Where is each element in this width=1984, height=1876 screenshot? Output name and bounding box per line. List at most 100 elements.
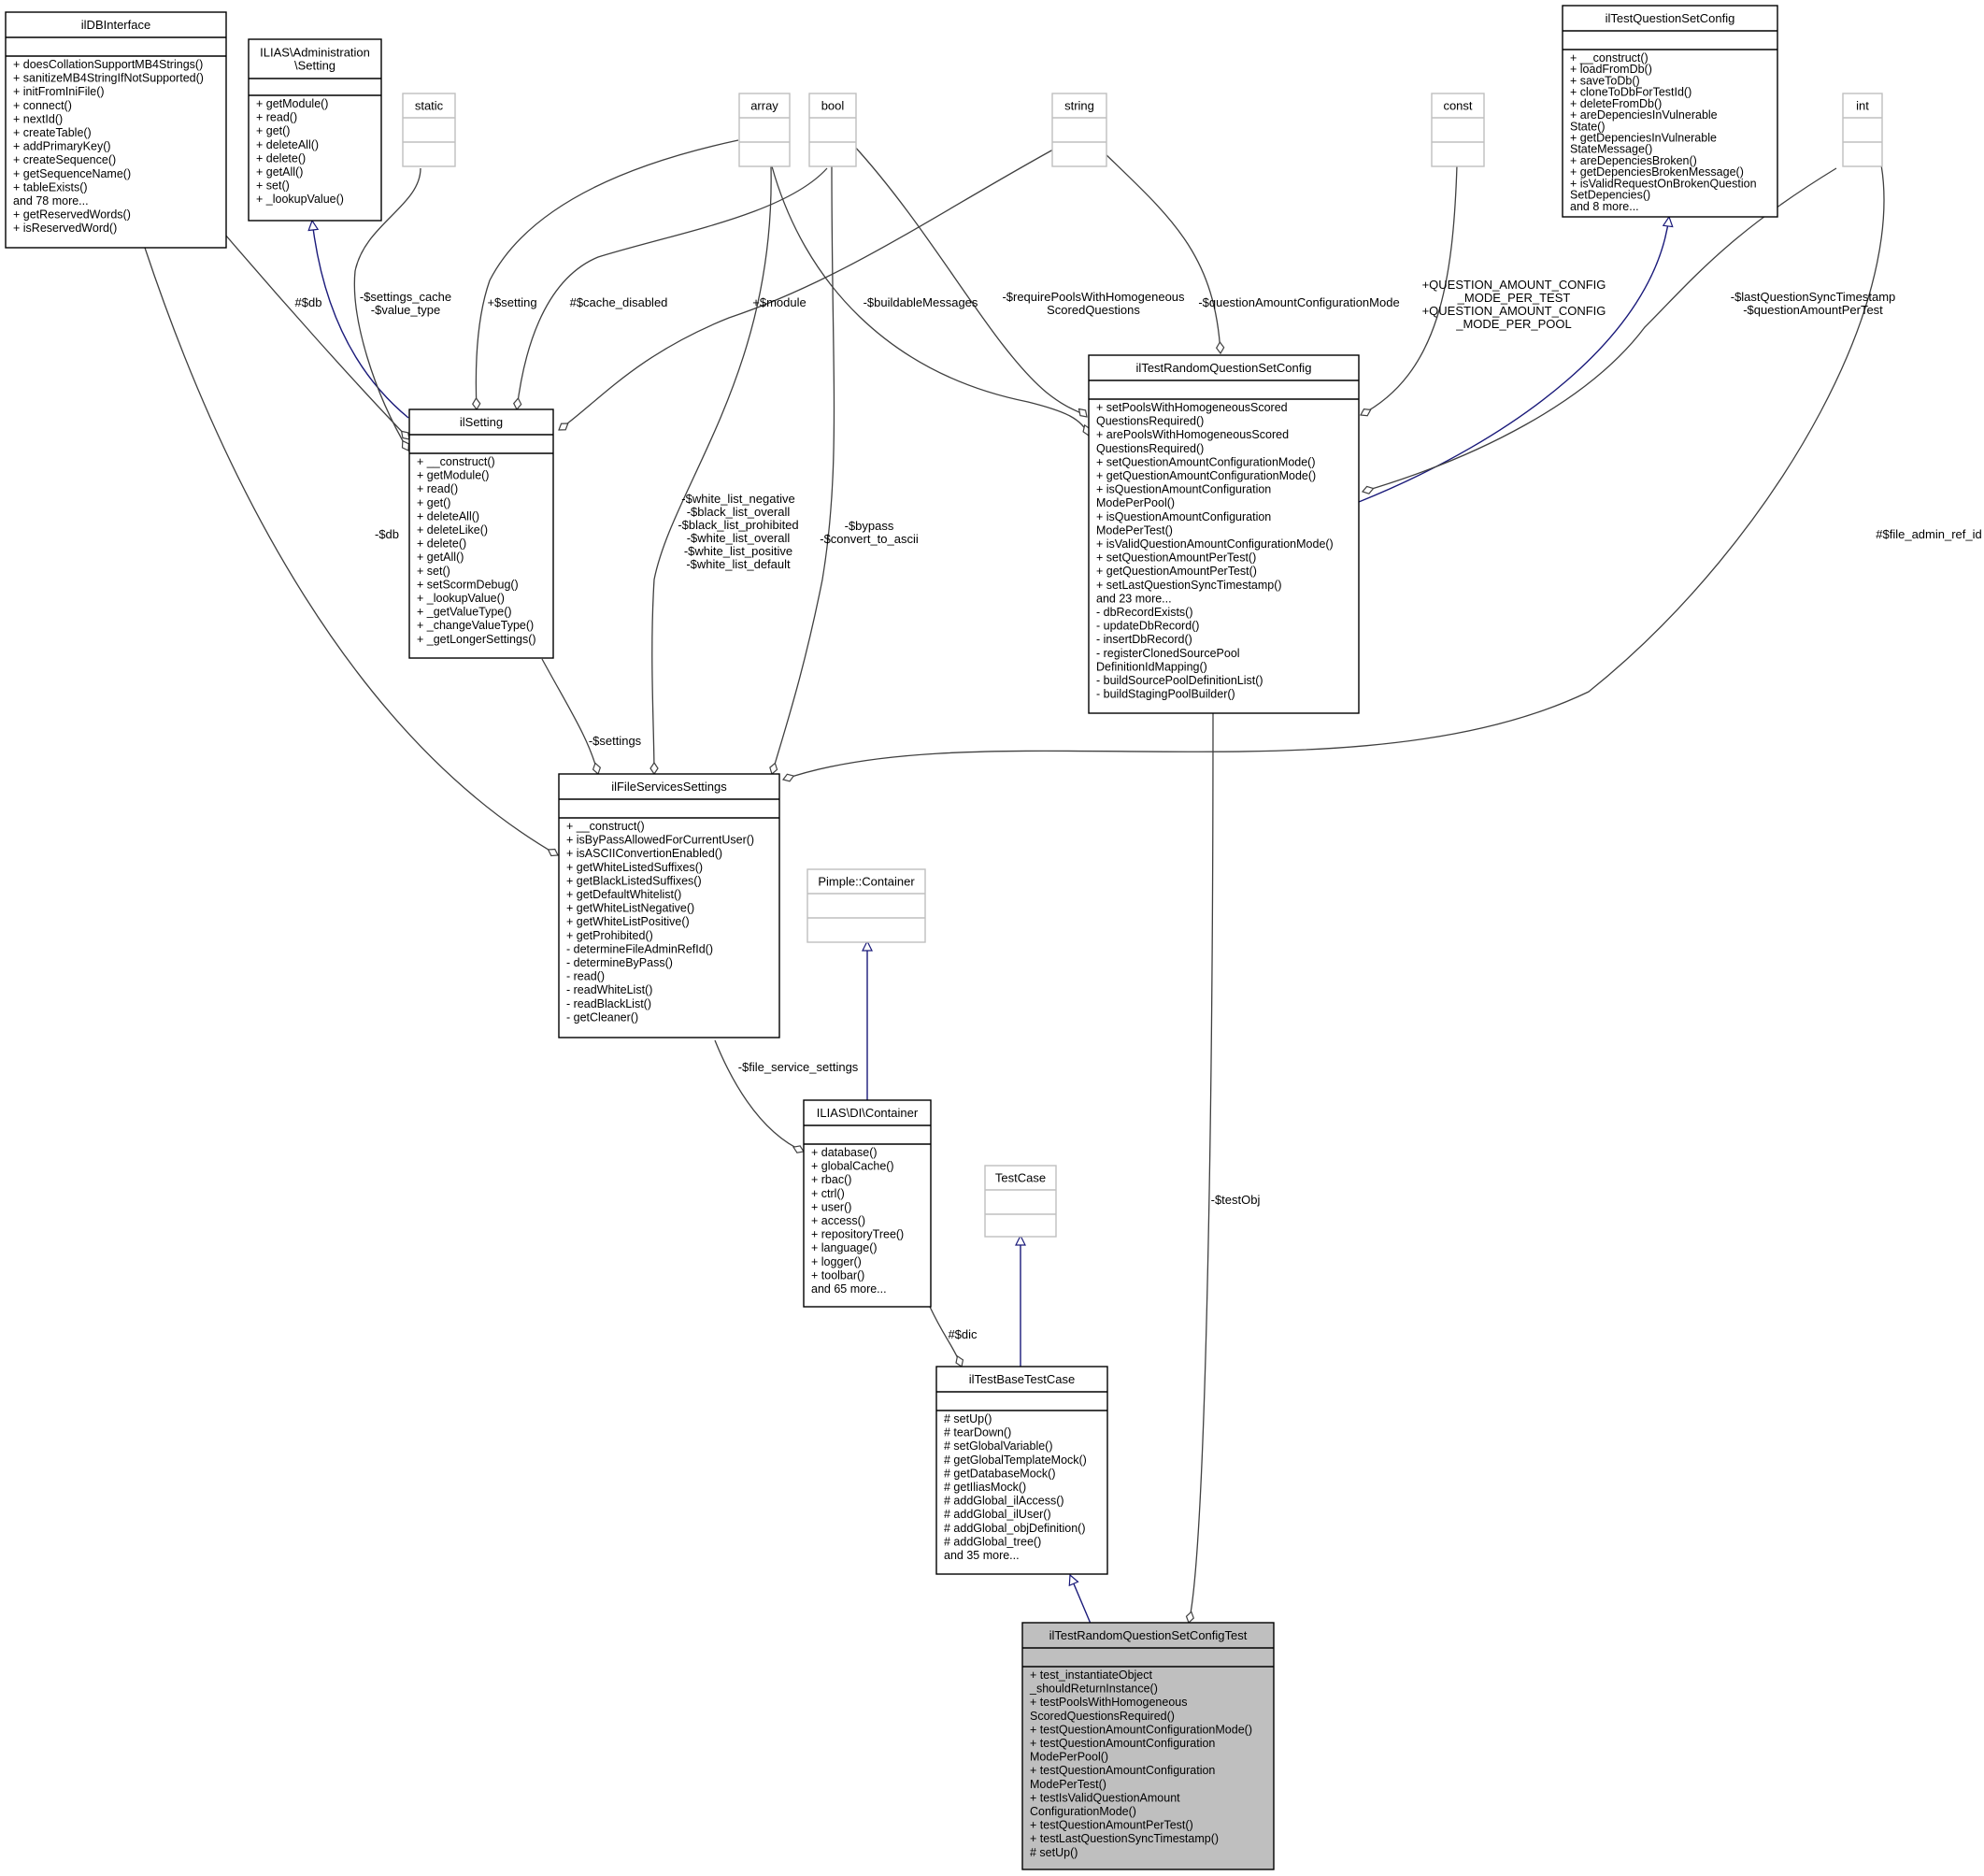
class-box-frame: [1051, 93, 1107, 167]
edge-label-settings-cache: -$settings_cache-$value_type: [360, 290, 451, 317]
class-members: # setUp()# tearDown()# setGlobalVariable…: [944, 1412, 1087, 1562]
edge-db-to-file-services: [144, 247, 558, 855]
edge-bool-to-random-config: [852, 144, 1087, 417]
edge-label-lists: -$white_list_negative-$black_list_overal…: [678, 492, 798, 571]
class-pimple-container[interactable]: Pimple::Container: [806, 868, 926, 943]
class-ilias-di-container[interactable]: ILIAS\DI\Container + database()+ globalCa…: [803, 1099, 932, 1308]
class-array[interactable]: array: [738, 93, 791, 167]
class-members: + __construct()+ getModule()+ read()+ ge…: [417, 455, 536, 646]
class-box-frame: [248, 38, 382, 222]
edge-label-cache-disabled: #$cache_disabled: [570, 295, 668, 309]
class-name: ilTestBaseTestCase: [969, 1372, 1075, 1386]
class-box-frame: [1088, 354, 1360, 714]
class-box-frame: [1021, 1622, 1275, 1870]
edge-ilsetting-to-file-services: [541, 658, 598, 774]
edge-label-buildable: -$buildableMessages: [864, 295, 978, 309]
class-iltestrandomquestionsetconfig[interactable]: ilTestRandomQuestionSetConfig + setPoolsW…: [1088, 354, 1360, 714]
edge-int-to-file-services: [783, 135, 1885, 780]
class-box-frame: [738, 93, 791, 167]
class-iltestquestionsetconfig[interactable]: ilTestQuestionSetConfig + __construct()+ …: [1562, 5, 1778, 218]
edge-random-config-inherits-question-set-config: [1358, 217, 1669, 503]
class-box-frame: [1431, 93, 1485, 167]
class-name: ilDBInterface: [81, 18, 150, 32]
edge-label-db-setting: #$db: [295, 295, 322, 309]
class-ilfileservicessettings[interactable]: ilFileServicesSettings + __construct()+ i…: [558, 773, 780, 1038]
edge-label-dic: #$dic: [948, 1327, 978, 1341]
class-name: string: [1064, 99, 1094, 113]
class-iltestrandomquestionsetconfigtest[interactable]: ilTestRandomQuestionSetConfigTest + test_…: [1021, 1622, 1275, 1870]
class-members: + __construct()+ isByPassAllowedForCurre…: [566, 820, 754, 1024]
class-bool[interactable]: bool: [808, 93, 857, 167]
class-name: static: [415, 99, 444, 113]
edge-db-to-ilsetting: [219, 227, 409, 439]
edge-label-bypass: -$bypass-$convert_to_ascii: [820, 519, 919, 546]
edge-label-module: +$module: [752, 295, 806, 309]
class-members: + getModule()+ read()+ get()+ deleteAll(…: [256, 97, 344, 206]
class-name: const: [1443, 99, 1472, 113]
edge-label-file-service-settings: -$file_service_settings: [738, 1060, 859, 1074]
edge-ilsetting-inherits-ilias-setting: [312, 221, 409, 419]
class-ilias-administration-setting[interactable]: ILIAS\Administration\Setting + getModule(…: [248, 38, 382, 222]
class-const[interactable]: const: [1431, 93, 1485, 167]
class-name: ilFileServicesSettings: [611, 780, 727, 794]
class-box-frame: [402, 93, 456, 167]
class-name: bool: [821, 99, 845, 113]
class-box-frame: [1562, 5, 1778, 218]
edges: [144, 135, 1885, 1625]
class-name: ILIAS\DI\Container: [817, 1106, 919, 1120]
edge-array-to-file-services: [652, 165, 772, 774]
edge-label-test-obj: -$testObj: [1211, 1193, 1261, 1207]
class-name: Pimple::Container: [818, 875, 915, 889]
class-members: + __construct()+ loadFromDb()+ saveToDb(…: [1570, 51, 1757, 213]
edge-random-config-to-focus: [1189, 711, 1214, 1623]
class-name: TestCase: [995, 1171, 1046, 1185]
class-members: + doesCollationSupportMB4Strings()+ sani…: [13, 58, 204, 235]
edge-bool-to-file-services: [772, 165, 835, 774]
class-members: + database()+ globalCache()+ rbac()+ ctr…: [811, 1146, 904, 1296]
edge-file-services-to-di: [714, 1039, 804, 1152]
class-name: ilTestRandomQuestionSetConfigTest: [1049, 1628, 1248, 1642]
edge-label-last-sync: -$lastQuestionSyncTimestamp-$questionAmo…: [1731, 290, 1896, 317]
class-box-frame: [984, 1165, 1057, 1238]
edge-string-to-ilsetting: [559, 149, 1054, 430]
edge-label-setting: +$setting: [487, 295, 536, 309]
edge-focus-inherits-base-testcase: [1070, 1575, 1092, 1625]
edge-static-to-ilsetting: [353, 167, 421, 451]
edge-label-settings: -$settings: [589, 734, 642, 748]
class-name: ilTestRandomQuestionSetConfig: [1136, 361, 1312, 375]
edge-int-to-random-config: [1363, 167, 1837, 492]
class-iltestbasetestcase[interactable]: ilTestBaseTestCase # setUp()# tearDown()#…: [935, 1366, 1108, 1575]
class-box-frame: [1842, 93, 1883, 167]
class-ilsetting[interactable]: ilSetting + __construct()+ getModule()+ r…: [408, 408, 554, 659]
edge-label-file-admin: #$file_admin_ref_id: [1876, 527, 1981, 541]
class-name: ilSetting: [460, 415, 503, 429]
edge-array-to-ilsetting: [476, 139, 739, 409]
edge-labels: #$db -$settings_cache-$value_type +$sett…: [295, 278, 1982, 1341]
class-members: + test_instantiateObject_shouldReturnIns…: [1029, 1668, 1252, 1859]
edge-label-const: +QUESTION_AMOUNT_CONFIG_MODE_PER_TEST+QU…: [1422, 278, 1606, 331]
class-box-frame: [803, 1099, 932, 1308]
edge-label-db-file: -$db: [375, 527, 399, 541]
class-name: ilTestQuestionSetConfig: [1606, 11, 1735, 25]
class-int[interactable]: int: [1842, 93, 1883, 167]
class-name: array: [750, 99, 778, 113]
class-box-frame: [5, 11, 227, 249]
class-string[interactable]: string: [1051, 93, 1107, 167]
edge-array-to-random-config: [771, 165, 1089, 436]
edge-const-to-random-config: [1361, 165, 1458, 415]
class-box-frame: [806, 868, 926, 943]
edge-di-to-base-testcase: [929, 1306, 962, 1367]
class-box-frame: [935, 1366, 1108, 1575]
class-ildbinterface[interactable]: ilDBInterface + doesCollationSupportMB4St…: [5, 11, 227, 249]
edge-label-qa-mode: -$questionAmountConfigurationMode: [1198, 295, 1399, 309]
class-static[interactable]: static: [402, 93, 456, 167]
edge-string-to-random-config: [1102, 150, 1220, 353]
edge-bool-to-ilsetting: [517, 167, 828, 409]
class-name: ILIAS\Administration\Setting: [260, 46, 370, 73]
class-box-frame: [808, 93, 857, 167]
class-name: int: [1856, 99, 1869, 113]
class-testcase[interactable]: TestCase: [984, 1165, 1057, 1238]
